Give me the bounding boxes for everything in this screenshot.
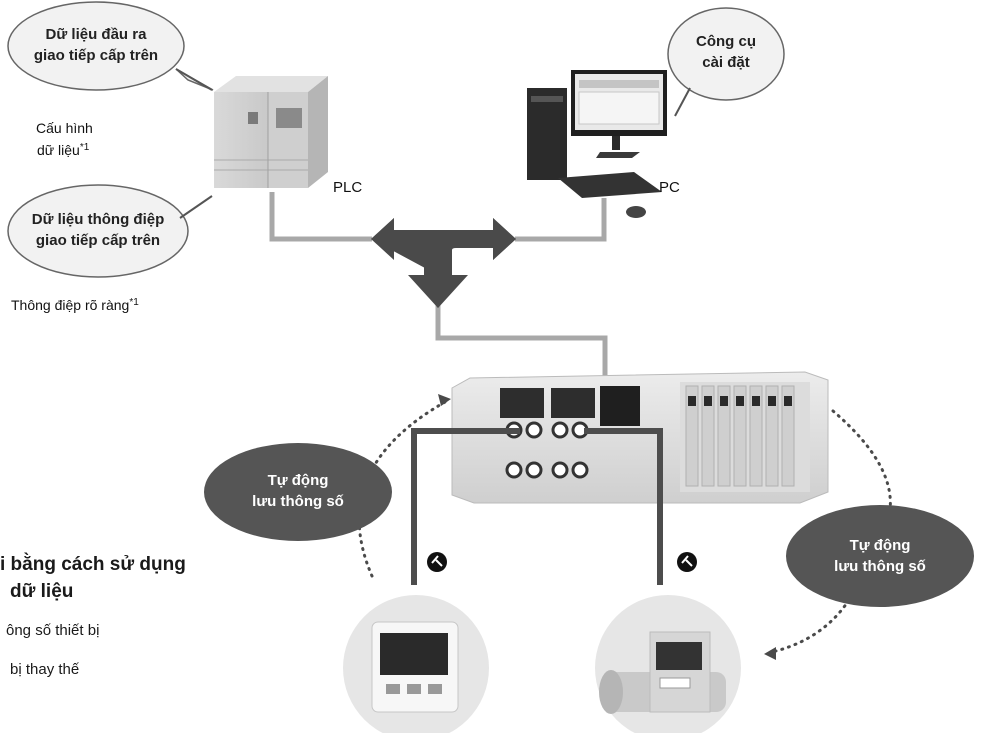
- feature-item-1: ông số thiết bị: [6, 622, 100, 639]
- bubble-setting-line2: cài đặt: [702, 54, 750, 71]
- plc-unit: [214, 76, 328, 188]
- config-label-line2: dữ liệu*1: [37, 142, 90, 158]
- connector-cables: [411, 428, 663, 585]
- auto-save-bubble-right: [786, 505, 974, 607]
- bubble-setting-line1: Công cụ: [696, 33, 756, 50]
- feature-item-2: bị thay thế: [10, 661, 80, 678]
- bubble-output-line2: giao tiếp cấp trên: [33, 47, 159, 64]
- flow-sensor-device: [595, 595, 741, 733]
- auto-save-left-line2: lưu thông số: [252, 493, 344, 510]
- bubble-output-data: [7, 1, 214, 91]
- bubble-message-data: [7, 184, 213, 278]
- bubble-output-line1: Dữ liệu đầu ra: [45, 26, 147, 43]
- dotted-arrowhead-2: [764, 647, 776, 660]
- config-footnote: *1: [79, 142, 90, 153]
- exchange-icon-left: [427, 552, 447, 572]
- pressure-sensor-device: [343, 595, 489, 733]
- exchange-icon-right: [677, 552, 697, 572]
- bubble-message-line1: Dữ liệu thông điệp: [31, 211, 165, 228]
- explicit-footnote: *1: [129, 297, 139, 308]
- pc-label: PC: [659, 179, 680, 196]
- config-label-line1: Cấu hình: [36, 120, 93, 136]
- plc-label: PLC: [333, 179, 363, 196]
- manifold-unit: [451, 371, 829, 504]
- auto-save-bubble-left: [204, 443, 392, 541]
- explicit-message-label: Thông điệp rõ ràng*1: [11, 297, 139, 313]
- feature-title-line1: i bằng cách sử dụng: [0, 554, 186, 575]
- auto-save-right-line1: Tự động: [849, 537, 911, 554]
- pc-computer: [527, 70, 667, 218]
- auto-save-left-line1: Tự động: [267, 472, 329, 489]
- auto-save-right-line2: lưu thông số: [834, 558, 926, 575]
- bubble-setting-tool: [667, 7, 785, 117]
- feature-title-line2: dữ liệu: [10, 581, 74, 602]
- network-lines: [269, 192, 608, 385]
- bubble-message-line2: giao tiếp cấp trên: [35, 232, 161, 249]
- bidirectional-arrow-icon: [371, 218, 516, 308]
- dotted-arrowhead-1: [438, 394, 451, 406]
